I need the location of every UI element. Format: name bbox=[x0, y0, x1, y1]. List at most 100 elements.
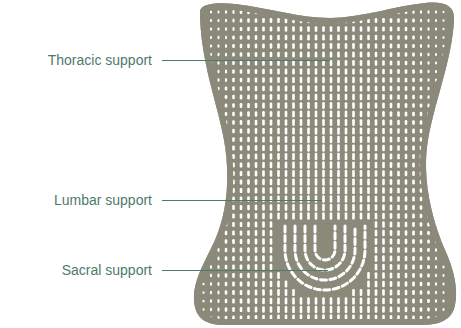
perforation-slot bbox=[390, 145, 393, 151]
perforation-slot bbox=[218, 214, 220, 218]
perforation-slot bbox=[195, 147, 197, 149]
perforation-slot bbox=[330, 77, 333, 83]
perforation-slot bbox=[322, 102, 325, 109]
perforation-slot bbox=[412, 282, 415, 287]
perforation-slot bbox=[277, 272, 280, 279]
perforation-slot bbox=[367, 272, 370, 279]
perforation-slot bbox=[218, 121, 220, 125]
perforation-slot bbox=[255, 103, 258, 108]
perforation-slot bbox=[352, 77, 355, 83]
perforation-slot bbox=[203, 223, 205, 226]
leader-line bbox=[162, 60, 330, 61]
perforation-slot bbox=[240, 179, 243, 184]
perforation-slot bbox=[435, 70, 437, 73]
perforation-slot bbox=[345, 102, 348, 109]
perforation-slot bbox=[270, 289, 273, 296]
perforation-slot bbox=[428, 10, 430, 13]
perforation-slot bbox=[218, 27, 220, 30]
perforation-slot bbox=[255, 205, 258, 211]
perforation-slot bbox=[322, 77, 325, 83]
perforation-slot bbox=[330, 60, 333, 66]
perforation-slot bbox=[262, 136, 265, 142]
perforation-slot bbox=[255, 27, 258, 32]
perforation-slot bbox=[412, 180, 415, 185]
perforation-slot bbox=[450, 317, 452, 319]
perforation-slot bbox=[450, 198, 452, 200]
perforation-slot bbox=[367, 162, 370, 169]
perforation-slot bbox=[262, 264, 265, 270]
perforation-slot bbox=[435, 11, 437, 14]
perforation-slot bbox=[397, 145, 400, 151]
perforation-slot bbox=[285, 136, 288, 143]
perforation-slot bbox=[360, 289, 363, 296]
perforation-slot bbox=[240, 273, 243, 278]
perforation-slot bbox=[292, 187, 295, 194]
perforation-slot bbox=[337, 161, 340, 168]
perforation-slot bbox=[397, 137, 400, 143]
perforation-slot bbox=[277, 111, 280, 117]
perforation-slot bbox=[405, 103, 408, 108]
perforation-slot bbox=[375, 128, 378, 134]
perforation-slot bbox=[232, 146, 235, 151]
perforation-slot bbox=[405, 290, 408, 295]
perforation-slot bbox=[330, 195, 333, 202]
perforation-slot bbox=[412, 239, 415, 244]
perforation-slot bbox=[210, 104, 212, 107]
perforation-slot bbox=[292, 35, 295, 41]
perforation-slot bbox=[277, 204, 280, 211]
perforation-slot bbox=[270, 221, 273, 228]
perforation-slot bbox=[450, 121, 452, 123]
perforation-slot bbox=[360, 52, 363, 58]
perforation-slot bbox=[247, 281, 250, 287]
perforation-slot bbox=[322, 43, 325, 49]
perforation-slot bbox=[292, 153, 295, 160]
perforation-slot bbox=[292, 204, 295, 211]
perforation-slot bbox=[337, 170, 340, 177]
perforation-slot bbox=[360, 297, 363, 304]
perforation-slot bbox=[232, 61, 235, 65]
perforation-slot bbox=[375, 35, 378, 40]
perforation-slot bbox=[345, 153, 348, 160]
perforation-slot bbox=[322, 144, 325, 151]
perforation-slot bbox=[427, 180, 430, 184]
perforation-slot bbox=[337, 136, 340, 143]
sacral-perforation-arc bbox=[285, 226, 365, 290]
perforation-slot bbox=[270, 77, 273, 83]
perforation-slot bbox=[292, 26, 295, 32]
perforation-slot bbox=[300, 297, 303, 304]
perforation-slot bbox=[345, 195, 348, 202]
perforation-slot bbox=[443, 181, 445, 184]
perforation-slot bbox=[390, 204, 393, 210]
perforation-slot bbox=[255, 86, 258, 91]
perforation-slot bbox=[255, 264, 258, 270]
perforation-slot bbox=[315, 187, 318, 194]
perforation-slot bbox=[322, 51, 325, 57]
perforation-slot bbox=[330, 51, 333, 57]
perforation-slot bbox=[375, 289, 378, 296]
perforation-slot bbox=[330, 111, 333, 118]
perforation-slot bbox=[420, 214, 423, 219]
perforation-slot bbox=[285, 43, 288, 49]
perforation-slot bbox=[322, 170, 325, 177]
perforation-slot bbox=[435, 197, 437, 200]
perforation-slot bbox=[307, 306, 310, 313]
perforation-slot bbox=[270, 60, 273, 65]
perforation-slot bbox=[330, 68, 333, 74]
perforation-slot bbox=[330, 187, 333, 194]
sacral-perforation-arc bbox=[295, 226, 355, 280]
perforation-slot bbox=[375, 111, 378, 117]
perforation-slot bbox=[420, 103, 423, 107]
perforation-slot bbox=[322, 94, 325, 101]
perforation-slot bbox=[420, 129, 423, 133]
perforation-slot bbox=[218, 129, 220, 133]
mesh-rim bbox=[194, 3, 456, 325]
perforation-slot bbox=[375, 221, 378, 228]
perforation-slot bbox=[427, 273, 430, 277]
perforation-slot bbox=[428, 61, 430, 65]
perforation-slot bbox=[307, 77, 310, 83]
perforation-slot bbox=[270, 86, 273, 92]
perforation-slot bbox=[292, 136, 295, 143]
perforation-slot bbox=[262, 213, 265, 219]
perforation-slot bbox=[225, 95, 228, 99]
